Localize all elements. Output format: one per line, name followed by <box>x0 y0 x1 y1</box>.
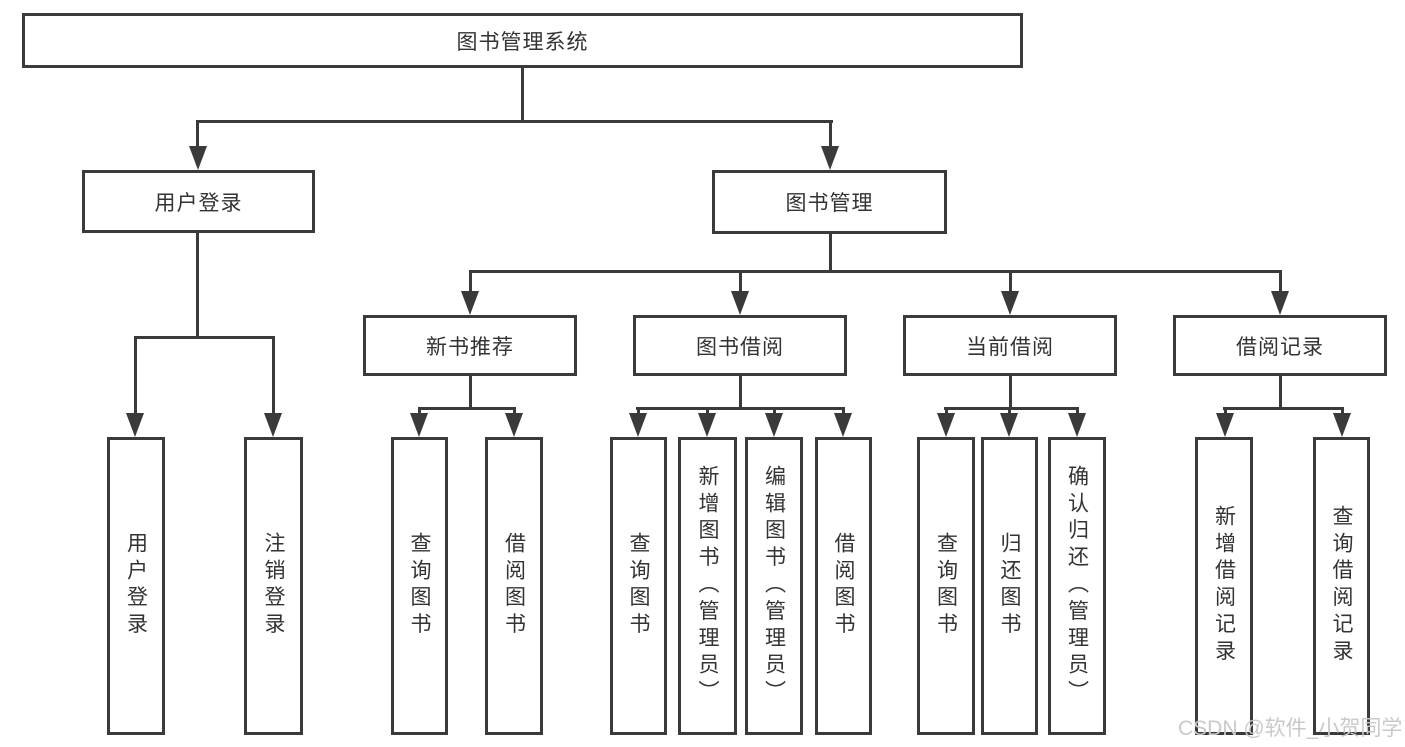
arrow-down-icon <box>461 291 479 315</box>
leaf-borrow-books-borrow-label: 借阅图书 <box>832 532 855 640</box>
node-current-borrow: 当前借阅 <box>903 315 1117 376</box>
connector-line <box>521 68 524 122</box>
connector-line <box>1279 270 1282 295</box>
node-book-borrow-label: 图书借阅 <box>696 335 784 359</box>
arrow-down-icon <box>126 413 144 437</box>
leaf-query-books-current: 查询图书 <box>917 437 975 735</box>
connector-line <box>1009 376 1012 409</box>
arrow-down-icon <box>189 146 207 170</box>
leaf-logout-label: 注销登录 <box>262 532 285 640</box>
node-user-login-label: 用户登录 <box>154 191 243 215</box>
leaf-confirm-return-admin-label: 确认归还（管理员） <box>1065 465 1089 707</box>
arrow-down-icon <box>1068 413 1086 437</box>
leaf-borrow-books-newbooks: 借阅图书 <box>485 437 543 735</box>
connector-line <box>829 120 832 150</box>
leaf-add-borrow-record: 新增借阅记录 <box>1195 437 1253 735</box>
arrow-down-icon <box>1000 413 1018 437</box>
leaf-confirm-return-admin: 确认归还（管理员） <box>1048 437 1106 735</box>
arrow-down-icon <box>834 413 852 437</box>
leaf-query-books-newbooks-label: 查询图书 <box>408 532 431 640</box>
node-new-books: 新书推荐 <box>363 315 577 376</box>
leaf-query-books-borrow-label: 查询图书 <box>627 532 650 640</box>
node-user-login: 用户登录 <box>82 170 315 233</box>
node-root: 图书管理系统 <box>22 13 1023 68</box>
connector-line <box>739 376 742 409</box>
connector-line <box>739 270 742 295</box>
connector-line <box>1009 270 1012 295</box>
connector-line <box>196 233 199 338</box>
node-root-label: 图书管理系统 <box>456 30 589 54</box>
connector-line <box>197 120 833 123</box>
leaf-add-book-admin-label: 新增图书（管理员） <box>696 465 719 707</box>
leaf-borrow-books-borrow: 借阅图书 <box>815 437 872 735</box>
leaf-borrow-books-newbooks-label: 借阅图书 <box>502 532 526 640</box>
csdn-watermark: CSDN @软件_小贺同学 <box>1178 717 1403 740</box>
leaf-add-borrow-record-label: 新增借阅记录 <box>1212 505 1236 667</box>
connector-line <box>1223 407 1344 410</box>
arrow-down-icon <box>731 291 749 315</box>
connector-line <box>134 336 137 418</box>
arrow-down-icon <box>629 413 647 437</box>
node-book-borrow: 图书借阅 <box>633 315 847 376</box>
connector-line <box>469 270 1282 273</box>
leaf-return-books-label: 归还图书 <box>998 532 1021 640</box>
connector-line <box>636 407 845 410</box>
node-book-management-label: 图书管理 <box>785 192 874 215</box>
node-current-borrow-label: 当前借阅 <box>966 335 1054 359</box>
arrow-down-icon <box>698 413 716 437</box>
leaf-query-books-newbooks: 查询图书 <box>391 437 448 735</box>
connector-line <box>829 234 832 272</box>
connector-line <box>134 336 275 339</box>
leaf-logout: 注销登录 <box>244 437 303 735</box>
node-new-books-label: 新书推荐 <box>426 335 514 359</box>
arrow-down-icon <box>937 413 955 437</box>
node-borrow-records-label: 借阅记录 <box>1236 335 1324 359</box>
connector-line <box>272 336 275 418</box>
leaf-edit-book-admin-label: 编辑图书（管理员） <box>762 465 786 707</box>
connector-line <box>469 376 472 409</box>
arrow-down-icon <box>1001 291 1019 315</box>
arrow-down-icon <box>1333 413 1351 437</box>
connector-line <box>1279 376 1282 409</box>
node-book-management: 图书管理 <box>712 170 947 234</box>
arrow-down-icon <box>505 413 523 437</box>
leaf-user-login: 用户登录 <box>107 437 165 735</box>
leaf-return-books: 归还图书 <box>981 437 1038 735</box>
arrow-down-icon <box>821 146 839 170</box>
leaf-query-borrow-record: 查询借阅记录 <box>1313 437 1370 735</box>
leaf-query-borrow-record-label: 查询借阅记录 <box>1330 505 1353 667</box>
connector-line <box>469 270 472 295</box>
arrow-down-icon <box>410 413 428 437</box>
leaf-edit-book-admin: 编辑图书（管理员） <box>745 437 803 735</box>
leaf-add-book-admin: 新增图书（管理员） <box>678 437 737 735</box>
leaf-query-books-borrow: 查询图书 <box>610 437 667 735</box>
leaf-user-login-label: 用户登录 <box>124 532 148 640</box>
arrow-down-icon <box>1271 291 1289 315</box>
connector-line <box>196 120 199 150</box>
leaf-query-books-current-label: 查询图书 <box>934 532 958 640</box>
arrow-down-icon <box>1216 413 1234 437</box>
arrow-down-icon <box>765 413 783 437</box>
node-borrow-records: 借阅记录 <box>1173 315 1387 376</box>
arrow-down-icon <box>264 413 282 437</box>
connector-line <box>418 407 516 410</box>
connector-line <box>944 407 1079 410</box>
